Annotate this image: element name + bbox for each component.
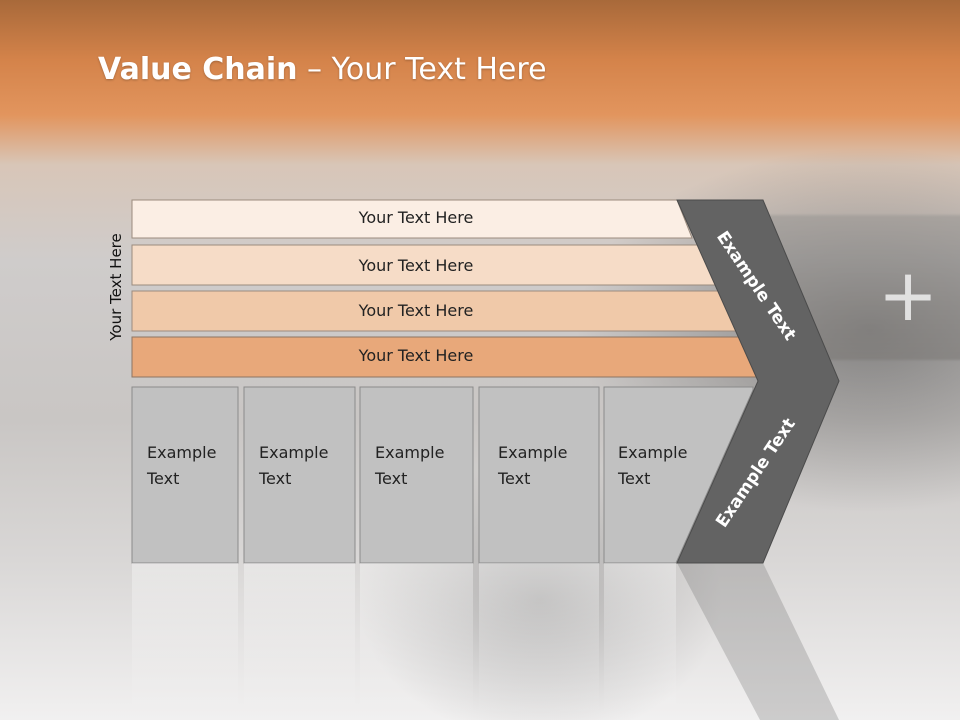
column-2-line1: Example	[259, 443, 329, 462]
column-3-line1: Example	[375, 443, 445, 462]
column-5-line2: Text	[618, 469, 651, 488]
column-2-line2: Text	[259, 469, 292, 488]
column-5-shape	[603, 386, 754, 564]
column-1-line1: Example	[147, 443, 217, 462]
bar-1-shape	[131, 199, 693, 239]
plus-icon: +	[877, 253, 939, 337]
reflection-shapes	[132, 563, 839, 720]
reflection	[0, 563, 960, 720]
title-bold: Value Chain	[98, 52, 298, 87]
column-1-line2: Text	[147, 469, 180, 488]
column-4-line1: Example	[498, 443, 568, 462]
column-2-shape	[243, 386, 356, 564]
bar-3-label: Your Text Here	[358, 301, 474, 320]
column-3-line2: Text	[375, 469, 408, 488]
column-4-line2: Text	[498, 469, 531, 488]
slide-title: Value Chain – Your Text Here	[98, 52, 547, 87]
bar-4-label: Your Text Here	[358, 346, 474, 365]
chevron-arrow	[676, 199, 840, 564]
column-1-shape	[131, 386, 239, 564]
column-4-shape	[478, 386, 600, 564]
title-rest: – Your Text Here	[297, 52, 547, 87]
bar-1-label: Your Text Here	[358, 208, 474, 227]
column-5-line1: Example	[618, 443, 688, 462]
column-3-shape	[359, 386, 474, 564]
bar-2-label: Your Text Here	[358, 256, 474, 275]
